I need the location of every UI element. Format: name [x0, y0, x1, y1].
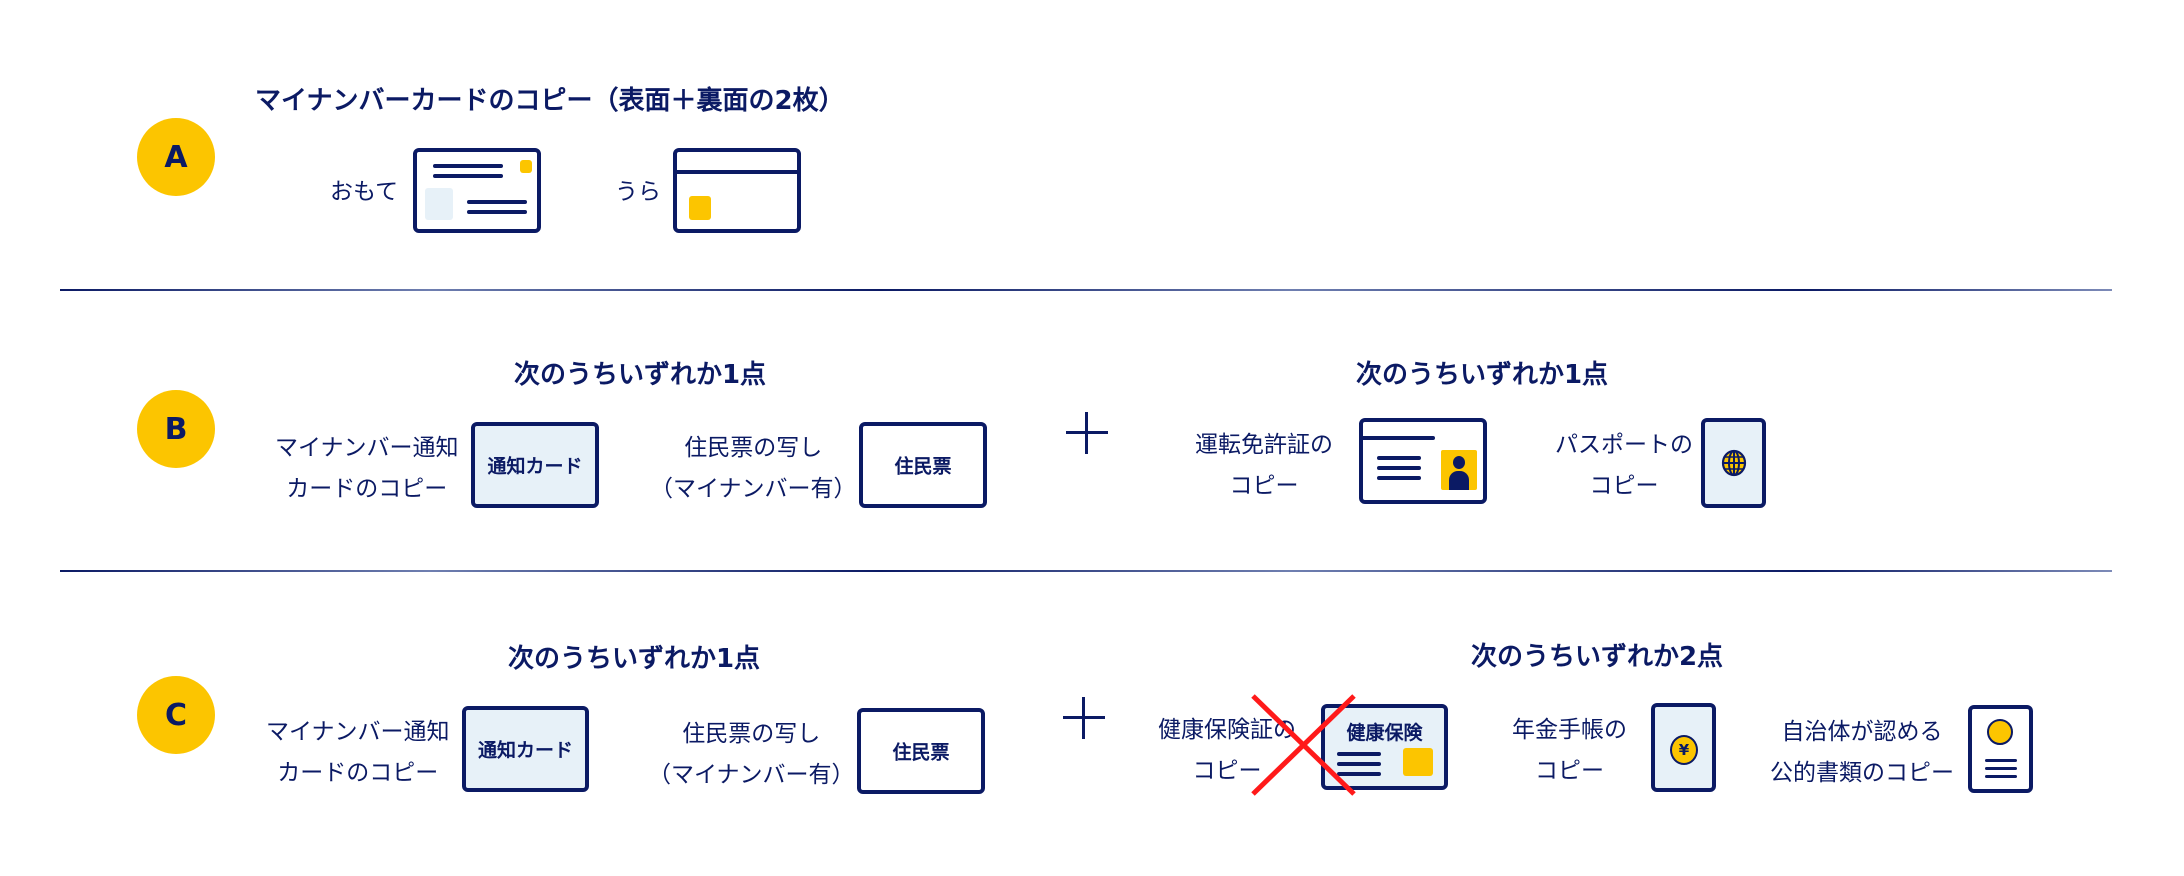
section-b-badge: B [137, 390, 215, 468]
mynumber-card-back-icon [673, 148, 801, 233]
section-b-group1-header: 次のうちいずれか1点 [513, 360, 767, 390]
notice-card-label: マイナンバー通知 カードのコピー [275, 435, 459, 502]
section-b-group2-header: 次のうちいずれか1点 [1355, 360, 1609, 390]
section-c-group1-header: 次のうちいずれか1点 [507, 644, 761, 674]
card-back-label: うら [615, 179, 661, 205]
card-front-label: おもて [330, 179, 399, 205]
drivers-license-icon [1359, 418, 1487, 504]
plus-icon [1063, 697, 1105, 739]
pension-book-icon: ¥ [1651, 703, 1716, 792]
resident-record-icon: 住民票 [859, 422, 987, 508]
plus-icon [1066, 412, 1108, 454]
yen-coin-icon: ¥ [1670, 735, 1698, 765]
section-a-title: マイナンバーカードのコピー（表面＋裏面の2枚） [255, 86, 845, 116]
section-divider [60, 289, 2112, 291]
health-insurance-label: 健康保険証の コピー [1158, 717, 1296, 784]
official-document-label: 自治体が認める 公的書類のコピー [1770, 719, 1954, 786]
section-c-group2-header: 次のうちいずれか2点 [1470, 642, 1724, 672]
resident-record-icon: 住民票 [857, 708, 985, 794]
notice-card-icon: 通知カード [471, 422, 599, 508]
passport-label: パスポートの コピー [1555, 432, 1693, 499]
globe-icon [1721, 449, 1747, 477]
health-insurance-card-icon: 健康保険 [1321, 704, 1448, 790]
drivers-license-label: 運転免許証の コピー [1195, 432, 1333, 499]
passport-icon [1701, 418, 1766, 508]
notice-card-icon: 通知カード [462, 706, 589, 792]
mynumber-card-front-icon [413, 148, 541, 233]
section-divider [60, 570, 2112, 572]
section-c-badge: C [137, 676, 215, 754]
official-document-icon [1968, 705, 2033, 793]
notice-card-label: マイナンバー通知 カードのコピー [266, 719, 450, 786]
resident-record-label: 住民票の写し （マイナンバー有） [648, 721, 855, 788]
crossed-out-icon [1251, 694, 1356, 796]
section-a-badge: A [137, 118, 215, 196]
resident-record-label: 住民票の写し （マイナンバー有） [650, 435, 857, 502]
pension-book-label: 年金手帳の コピー [1512, 717, 1627, 784]
